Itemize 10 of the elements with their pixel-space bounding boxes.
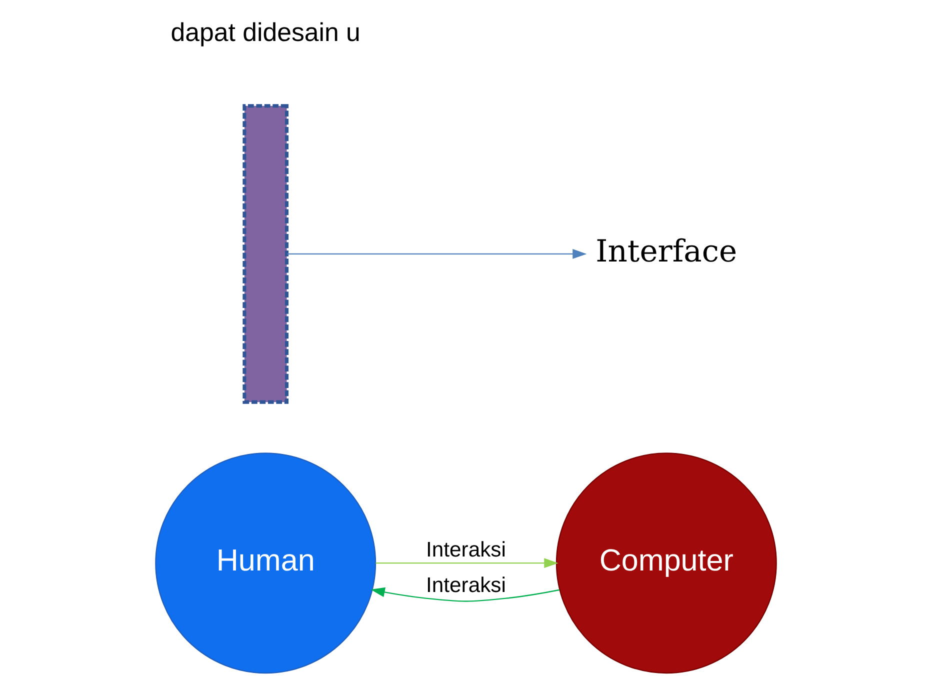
node-circle: Computer bbox=[555, 452, 776, 674]
label: dapat didesain u bbox=[170, 18, 360, 47]
edge-label: Interaksi bbox=[426, 574, 506, 597]
node-text: Interface bbox=[595, 234, 737, 270]
node-circle: Human bbox=[154, 452, 376, 674]
edge-label: Interaksi bbox=[426, 538, 506, 562]
arrow bbox=[375, 558, 558, 568]
arrow bbox=[370, 587, 560, 602]
arrow bbox=[286, 249, 586, 259]
node-bar bbox=[242, 104, 288, 404]
